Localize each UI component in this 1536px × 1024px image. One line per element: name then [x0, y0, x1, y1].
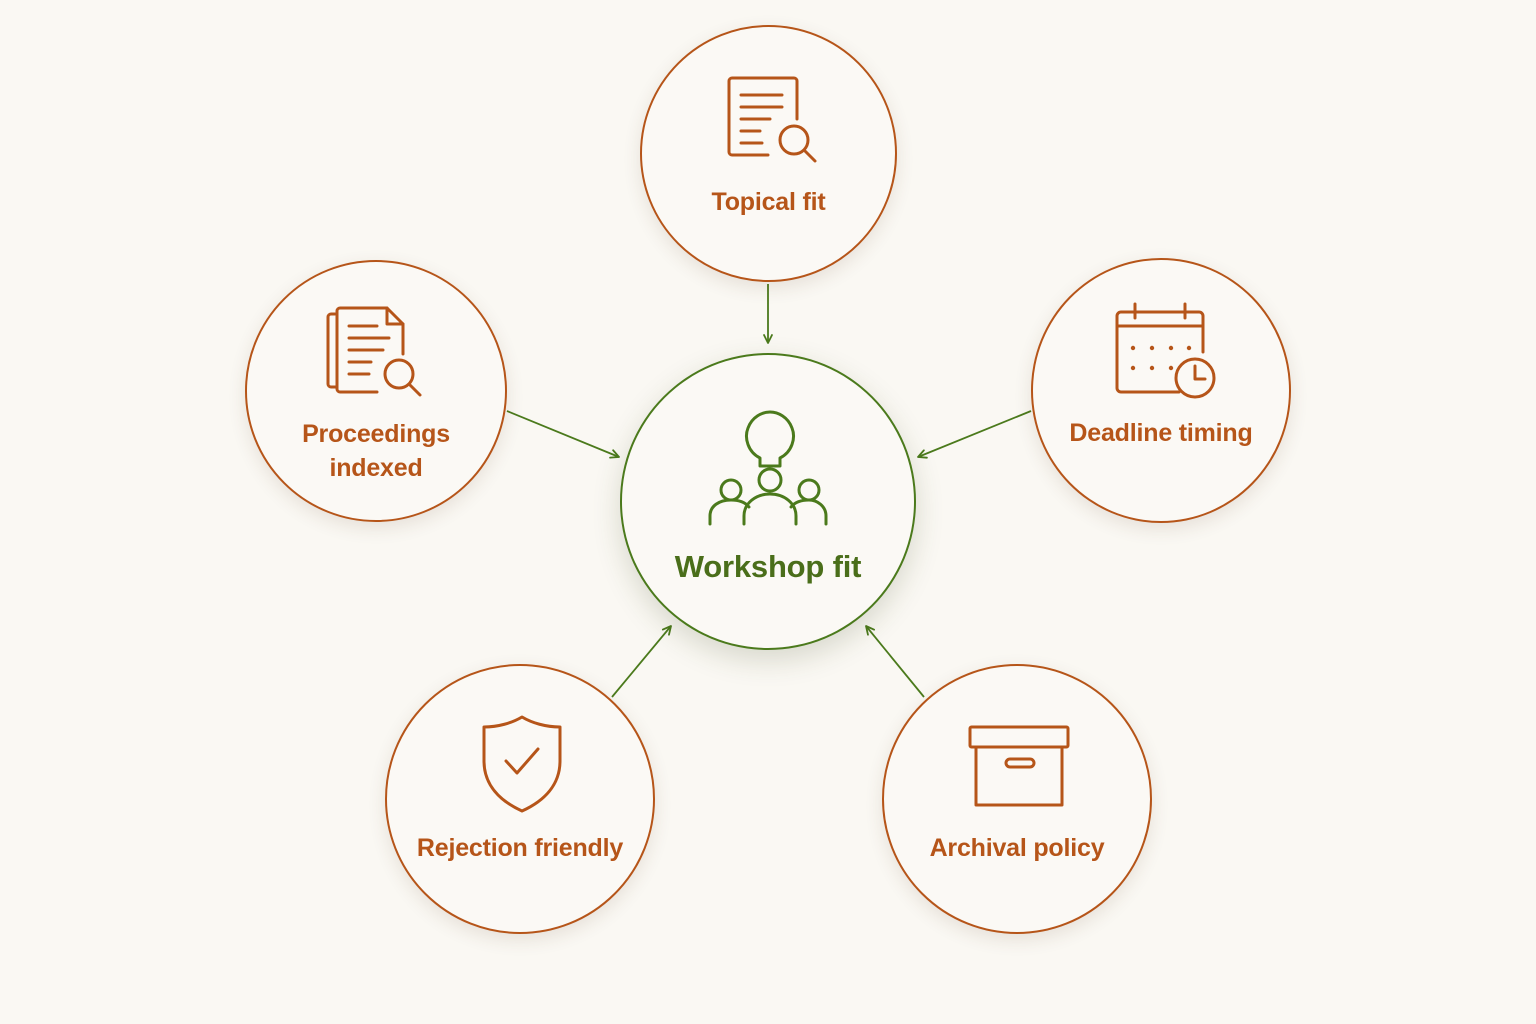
node-workshop-fit: Workshop fit [620, 353, 916, 650]
node-deadline-timing: Deadline timing [1031, 258, 1291, 523]
node-label: Proceedings indexed [302, 420, 450, 482]
node-archival-policy: Archival policy [882, 664, 1152, 934]
node-rejection-friendly: Rejection friendly [385, 664, 655, 934]
node-proceedings-indexed: Proceedings indexed [245, 260, 507, 522]
archive-box-icon [968, 725, 1070, 807]
node-label: Topical fit [711, 188, 826, 216]
document-search-icon [727, 76, 817, 163]
node-label: Deadline timing [1069, 419, 1253, 447]
arrow-proceedings-to-center [506, 410, 620, 459]
arrow-archival-to-center [865, 625, 925, 698]
arrow-deadline-to-center [917, 410, 1032, 459]
node-label: Archival policy [929, 834, 1105, 862]
calendar-clock-icon [1115, 302, 1216, 399]
node-label: Rejection friendly [416, 834, 624, 862]
shield-check-icon [482, 715, 562, 813]
node-topical-fit: Topical fit [640, 25, 897, 282]
node-label: Workshop fit [674, 549, 862, 584]
documents-search-icon [326, 306, 422, 397]
people-group-icon [708, 410, 828, 526]
arrow-rejection-to-center [611, 625, 672, 698]
